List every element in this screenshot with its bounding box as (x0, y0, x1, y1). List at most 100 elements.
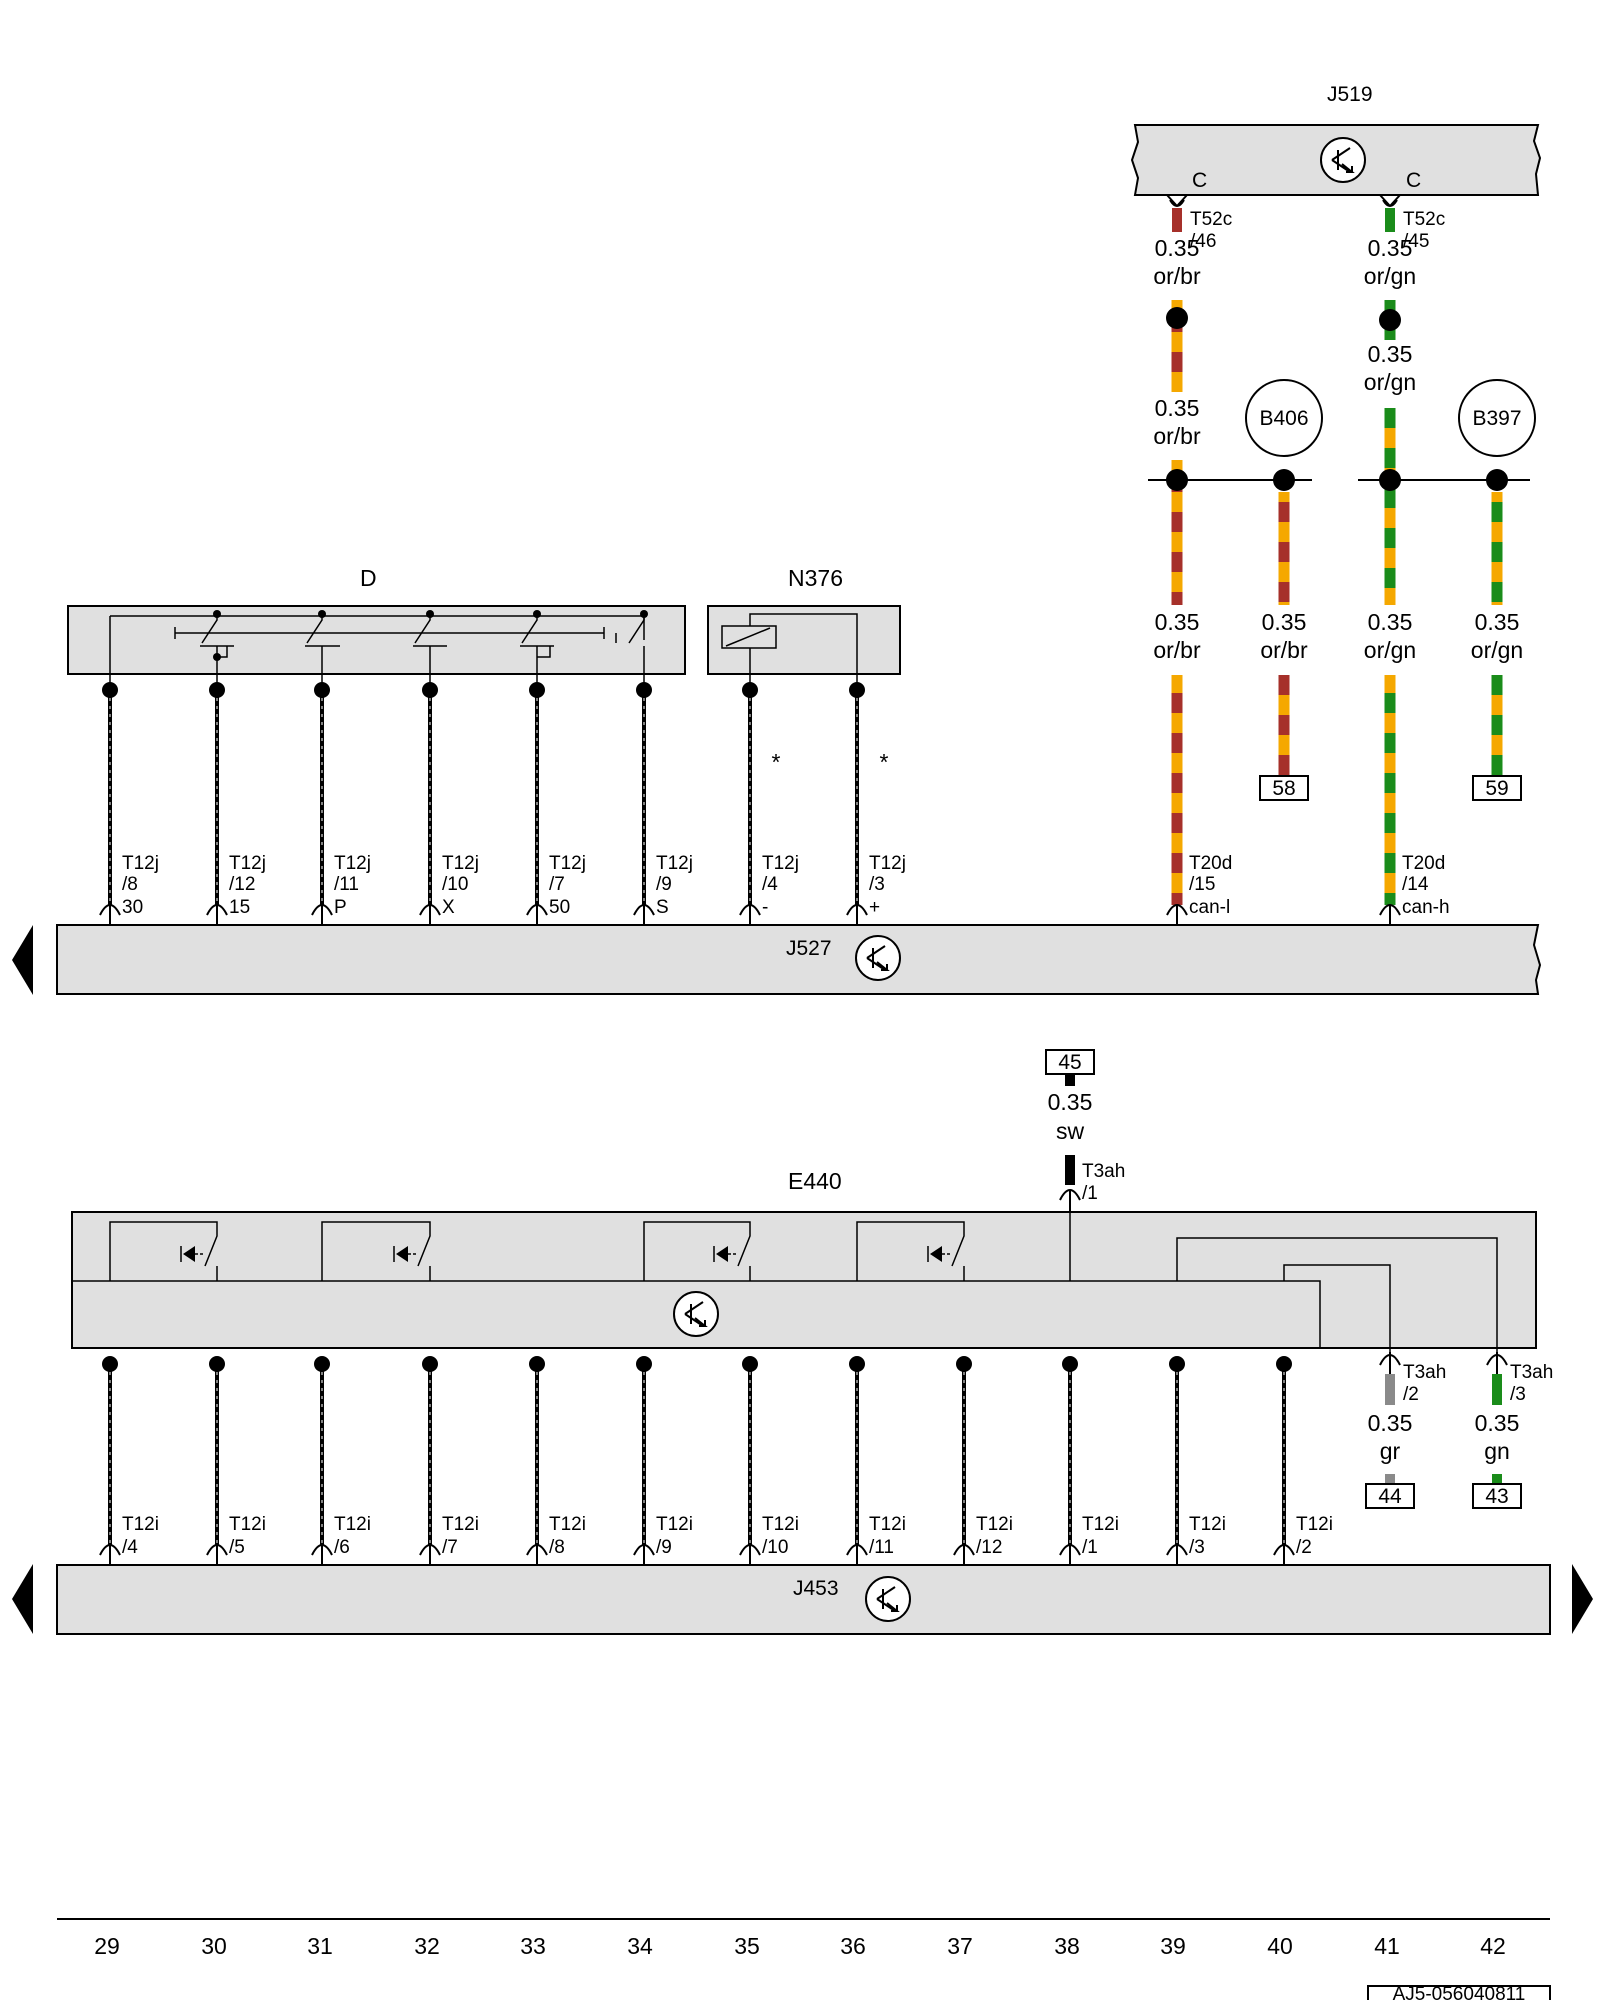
pin-number: /12 (976, 1537, 1002, 1558)
pin-connector: T12i (762, 1514, 799, 1535)
pin-number: /4 (762, 874, 778, 895)
j453-pin-wire: T12i/8 (526, 1356, 586, 1567)
ref-59-label: 59 (1485, 777, 1508, 800)
e440-label: E440 (788, 1168, 842, 1194)
can-low-wire (1148, 208, 1312, 905)
pin-connector: T12j (762, 853, 799, 874)
wire-color-label: gn (1484, 1438, 1510, 1464)
ref-45-label: 45 (1058, 1051, 1081, 1074)
grid-number: 41 (1374, 1933, 1400, 1959)
grid-number: 39 (1160, 1933, 1186, 1959)
j453-label: J453 (793, 1577, 839, 1600)
t52c-46-conn: T52c (1190, 209, 1232, 230)
pin-number: /7 (549, 874, 565, 895)
j527-steering-column-module: J527 (12, 924, 1542, 995)
grid-number: 35 (734, 1933, 760, 1959)
pin-connector: T12j (442, 853, 479, 874)
wire-color-label: or/br (1153, 637, 1201, 663)
grid-number: 40 (1267, 1933, 1293, 1959)
pin-number: /5 (229, 1537, 245, 1558)
j527-pin-wire: T12j/750 (526, 682, 586, 927)
j519-pin-letter-right: C (1406, 169, 1421, 192)
pin-connector: T12j (122, 853, 159, 874)
j527-label: J527 (786, 937, 832, 960)
asterisk-note: * (880, 749, 889, 775)
wire-size-label: 0.35 (1155, 395, 1200, 421)
b397-connection: B397 (1458, 379, 1536, 457)
pin-connector: T12i (1189, 1514, 1226, 1535)
pin-connector: T12i (229, 1514, 266, 1535)
button-switches (109, 1221, 965, 1281)
j453-pin-wire: T12i/12 (953, 1356, 1013, 1567)
pin-number: /9 (656, 1537, 672, 1558)
t20d-14-name: can-h (1402, 897, 1450, 918)
pin-number: /1 (1082, 1537, 1098, 1558)
button-switch (856, 1221, 965, 1281)
doc-id-box: AJ5-056040811 (1367, 1984, 1551, 2000)
t20d-14-conn: T20d (1402, 853, 1445, 874)
orbr-wire-labels: 0.35 or/br 0.35 or/br 0.35 or/br 0.35 or… (1153, 235, 1308, 663)
wire-color-label: or/br (1153, 423, 1201, 449)
pin-connector: T12j (869, 853, 906, 874)
grid-number: 32 (414, 1933, 440, 1959)
button-switch (321, 1221, 431, 1281)
pin-connector: T12i (1082, 1514, 1119, 1535)
j527-pin-wire: T12j/9S (633, 682, 693, 927)
can-high-wire (1358, 208, 1530, 905)
pin-name: P (334, 897, 347, 918)
pin-name: X (442, 897, 455, 918)
pin-connector: T12i (656, 1514, 693, 1535)
pin-number: /4 (122, 1537, 138, 1558)
wire-color-label: or/gn (1364, 637, 1416, 663)
j527-wires: T12j/830T12j/1215T12j/11PT12j/10XT12j/75… (99, 682, 906, 927)
orgn-wire-labels: 0.35 or/gn 0.35 or/gn 0.35 or/gn 0.35 or… (1364, 235, 1523, 663)
j453-pin-wire: T12i/4 (99, 1356, 159, 1567)
t3ah-1-pin: /1 (1082, 1183, 1098, 1204)
wire-color-label: gr (1380, 1438, 1401, 1464)
wire-size-label: 0.35 (1368, 1410, 1413, 1436)
pin-connector: T12i (442, 1514, 479, 1535)
wire-size-label: 0.35 (1155, 609, 1200, 635)
j519-label: J519 (1327, 83, 1373, 106)
n376-key-lock-magnet: N376 (707, 565, 901, 690)
j453-multifunction-steering-module: J453 (12, 1564, 1593, 1635)
ref-43-label: 43 (1485, 1485, 1508, 1508)
asterisk-note: * (772, 749, 781, 775)
wire-size-label: 0.35 (1475, 609, 1520, 635)
pin-number: /9 (656, 874, 672, 895)
t3ah-3-wire: T3ah /3 0.35 gn 43 (1472, 1352, 1553, 1509)
pin-connector: T12i (976, 1514, 1013, 1535)
button-switch (643, 1221, 751, 1281)
t3ah-2-pin: /2 (1403, 1384, 1419, 1405)
pin-name: + (869, 897, 880, 918)
j519-pin-letter-left: C (1192, 169, 1207, 192)
control-unit-icon (865, 1576, 911, 1622)
wire-color-label: or/gn (1364, 263, 1416, 289)
grid-number: 33 (520, 1933, 546, 1959)
pin-number: /3 (869, 874, 885, 895)
pin-number: /3 (1189, 1537, 1205, 1558)
switch-contacts (174, 610, 648, 661)
t3ah-3-pin: /3 (1510, 1384, 1526, 1405)
wire-color-label: sw (1056, 1118, 1085, 1144)
pin-number: /8 (549, 1537, 565, 1558)
b406-connection: B406 (1245, 379, 1323, 457)
b406-label: B406 (1259, 407, 1308, 430)
pin-name: 15 (229, 897, 250, 918)
wire-size-label: 0.35 (1475, 1410, 1520, 1436)
b397-label: B397 (1472, 407, 1521, 430)
wire-size-label: 0.35 (1155, 235, 1200, 261)
doc-id: AJ5-056040811 (1393, 1984, 1526, 2000)
wire-color-label: or/gn (1364, 369, 1416, 395)
pin-name: 50 (549, 897, 570, 918)
pin-connector: T12i (1296, 1514, 1333, 1535)
t52c-45-pin: /45 (1403, 231, 1429, 252)
wire-size-label: 0.35 (1368, 235, 1413, 261)
control-unit-icon (673, 1291, 719, 1337)
j453-pin-wire: T12i/9 (633, 1356, 693, 1567)
pin-name: 30 (122, 897, 143, 918)
wire-size-label: 0.35 (1048, 1089, 1093, 1115)
pin-name: S (656, 897, 669, 918)
